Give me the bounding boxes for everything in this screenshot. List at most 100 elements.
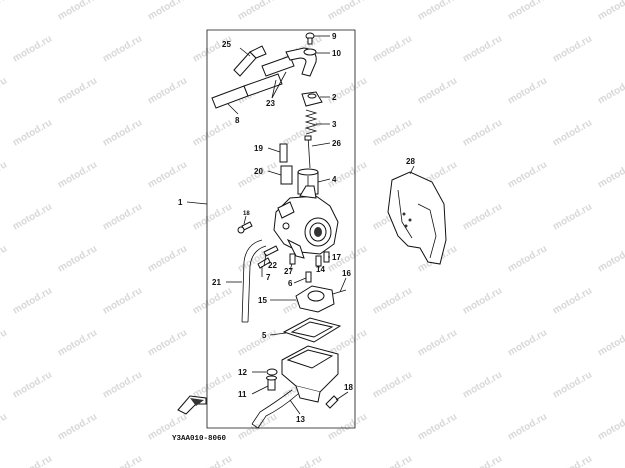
callout-13: 13	[296, 415, 305, 424]
callout-22: 22	[268, 261, 277, 270]
watermark-text: motod.ru	[0, 411, 9, 442]
watermark-text: motod.ru	[0, 327, 9, 358]
watermark-text: motod.ru	[596, 75, 625, 106]
screw-part-18-lower	[325, 395, 339, 409]
watermark-text: motod.ru	[0, 75, 9, 106]
watermark-text: motod.ru	[551, 285, 594, 316]
callout-3: 3	[332, 120, 337, 129]
watermark-text: motod.ru	[596, 327, 625, 358]
watermark-text: motod.ru	[551, 453, 594, 468]
cover-part-28	[387, 171, 447, 265]
gasket-part-5	[282, 317, 342, 343]
diagram-code: Y3AA010-8060	[172, 435, 227, 443]
watermark-text: motod.ru	[371, 33, 414, 64]
tube-part-8	[211, 73, 283, 109]
watermark-text: motod.ru	[56, 327, 99, 358]
plunger-part-20	[280, 165, 293, 185]
screw-part-22	[263, 245, 279, 257]
watermark-text: motod.ru	[0, 159, 9, 190]
callout-25: 25	[222, 40, 231, 49]
watermark-text: motod.ru	[11, 201, 54, 232]
watermark-text: motod.ru	[191, 117, 234, 148]
watermark-text: motod.ru	[146, 243, 189, 274]
drain-hose-part-13	[251, 389, 299, 429]
callout-7: 7	[266, 273, 271, 282]
watermark-text: motod.ru	[146, 75, 189, 106]
watermark-text: motod.ru	[506, 159, 549, 190]
watermark-text: motod.ru	[11, 33, 54, 64]
watermark-text: motod.ru	[56, 159, 99, 190]
callout-6: 6	[288, 279, 293, 288]
watermark-text: motod.ru	[101, 369, 144, 400]
watermark-text: motod.ru	[56, 411, 99, 442]
watermark-text: motod.ru	[101, 33, 144, 64]
screw-part-9	[305, 32, 315, 45]
watermark-text: motod.ru	[551, 117, 594, 148]
watermark-text: motod.ru	[326, 411, 369, 442]
watermark-text: motod.ru	[461, 117, 504, 148]
watermark-text: motod.ru	[371, 369, 414, 400]
watermark-text: motod.ru	[596, 411, 625, 442]
watermark-text: motod.ru	[236, 327, 279, 358]
watermark-text: motod.ru	[416, 327, 459, 358]
watermark-text: motod.ru	[551, 201, 594, 232]
callout-1: 1	[178, 198, 183, 207]
watermark-text: motod.ru	[101, 285, 144, 316]
jet-part-27	[289, 253, 296, 265]
watermark-text: motod.ru	[146, 159, 189, 190]
plunger-part-19	[279, 143, 288, 163]
hose-part-21	[241, 239, 267, 323]
cap-part-2	[301, 91, 323, 107]
watermark-text: motod.ru	[191, 453, 234, 468]
callout-14: 14	[316, 265, 325, 274]
watermark-text: motod.ru	[11, 285, 54, 316]
watermark-text: motod.ru	[0, 0, 9, 23]
watermark-text: motod.ru	[101, 117, 144, 148]
front-arrow-icon	[177, 395, 207, 415]
callout-19: 19	[254, 144, 263, 153]
needle-part-26	[304, 135, 312, 169]
watermark-text: motod.ru	[506, 327, 549, 358]
watermark-text: motod.ru	[11, 117, 54, 148]
watermark-text: motod.ru	[416, 411, 459, 442]
watermark-text: motod.ru	[281, 453, 324, 468]
callout-23: 23	[266, 99, 275, 108]
watermark-text: motod.ru	[416, 75, 459, 106]
tube-part-25	[233, 45, 267, 77]
watermark-text: motod.ru	[506, 75, 549, 106]
watermark-text: motod.ru	[596, 159, 625, 190]
watermark-text: motod.ru	[461, 33, 504, 64]
float-bowl	[281, 345, 339, 403]
watermark-text: motod.ru	[506, 0, 549, 23]
callout-11: 11	[238, 390, 247, 399]
callout-10: 10	[332, 49, 341, 58]
watermark-text: motod.ru	[371, 453, 414, 468]
watermark-text: motod.ru	[191, 285, 234, 316]
watermark-text: motod.ru	[146, 327, 189, 358]
callout-28: 28	[406, 157, 415, 166]
carburetor-body-part-1	[273, 185, 339, 259]
watermark-text: motod.ru	[596, 0, 625, 23]
callout-12: 12	[238, 368, 247, 377]
watermark-text: motod.ru	[551, 369, 594, 400]
watermark-text: motod.ru	[416, 0, 459, 23]
spring-part-3	[304, 109, 318, 135]
watermark-text: motod.ru	[461, 285, 504, 316]
callout-17: 17	[332, 253, 341, 262]
callout-4: 4	[332, 175, 337, 184]
callout-2: 2	[332, 93, 337, 102]
watermark-text: motod.ru	[11, 369, 54, 400]
callout-5: 5	[262, 331, 267, 340]
watermark-text: motod.ru	[236, 0, 279, 23]
callout-9: 9	[332, 32, 337, 41]
watermark-text: motod.ru	[461, 201, 504, 232]
callout-20: 20	[254, 167, 263, 176]
callout-26: 26	[332, 139, 341, 148]
watermark-text: motod.ru	[56, 75, 99, 106]
watermark-text: motod.ru	[506, 243, 549, 274]
watermark-text: motod.ru	[101, 201, 144, 232]
watermark-text: motod.ru	[371, 117, 414, 148]
jet-part-6	[305, 271, 312, 283]
screw-part-11	[266, 375, 277, 391]
watermark-text: motod.ru	[56, 0, 99, 23]
